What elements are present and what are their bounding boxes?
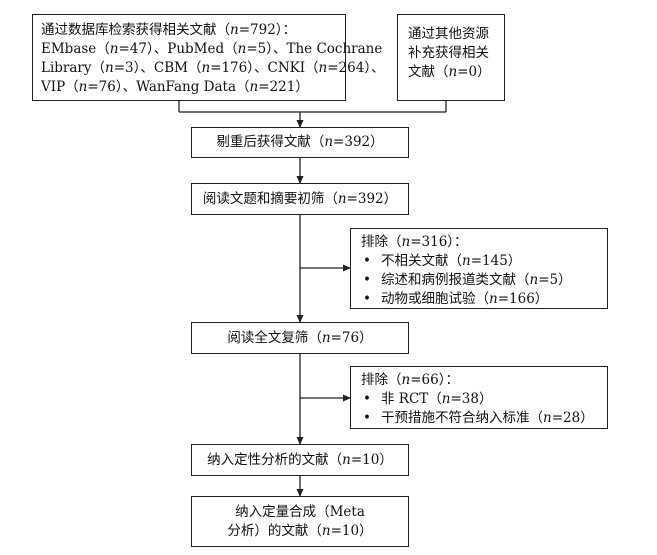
exclusion-box-1: 排除（n=316）： •不相关文献（n=145） •综述和病例报道类文献（n=5… (350, 228, 608, 309)
other-line-2: 补充获得相关 (408, 45, 489, 61)
bullet-icon: • (363, 272, 371, 288)
fulltext-box: 阅读全文复筛（n=76） (191, 322, 409, 354)
dedup-box: 剔重后获得文献（n=392） (191, 127, 409, 158)
db-line-3: Library（n=3）、CBM（n=176）、CNKI（n=264）、 (41, 60, 385, 76)
bullet-icon: • (363, 253, 371, 269)
bullet-icon: • (363, 410, 371, 426)
bullet-icon: • (363, 291, 371, 307)
exclusion-2-item: •干预措施不符合纳入标准（n=28） (363, 410, 594, 426)
other-line-1: 通过其他资源 (408, 26, 489, 42)
bullet-icon: • (363, 391, 371, 407)
qualitative-box: 纳入定性分析的文献（n=10） (191, 444, 409, 476)
exclusion-1-item: •不相关文献（n=145） (363, 253, 522, 269)
meta-line-2: 分析）的文献（n=10） (227, 522, 373, 539)
exclusion-box-2: 排除（n=66）： •非 RCT（n=38） •干预措施不符合纳入标准（n=28… (350, 366, 608, 429)
exclusion-1-item: •动物或细胞试验（n=166） (363, 291, 549, 307)
meta-analysis-box: 纳入定量合成（Meta 分析）的文献（n=10） (191, 496, 409, 547)
exclusion-2-title: 排除（n=66）： (361, 372, 459, 388)
db-line-1: 通过数据库检索获得相关文献（n=792）： (41, 22, 297, 38)
database-search-box: 通过数据库检索获得相关文献（n=792）： EMbase（n=47）、PubMe… (32, 14, 385, 101)
exclusion-2-item: •非 RCT（n=38） (363, 391, 493, 407)
screening-label: 阅读文题和摘要初筛（n=392） (202, 190, 398, 207)
other-line-3: 文献（n=0） (408, 64, 491, 80)
db-line-2: EMbase（n=47）、PubMed（n=5）、The Cochrane (41, 41, 383, 57)
dedup-label: 剔重后获得文献（n=392） (216, 134, 384, 150)
exclusion-1-item: •综述和病例报道类文献（n=5） (363, 272, 572, 288)
meta-line-1: 纳入定量合成（Meta (235, 503, 365, 520)
screening-box: 阅读文题和摘要初筛（n=392） (191, 183, 409, 215)
other-sources-box: 通过其他资源 补充获得相关 文献（n=0） (397, 14, 505, 101)
exclusion-1-title: 排除（n=316）： (361, 234, 468, 250)
qualitative-label: 纳入定性分析的文献（n=10） (207, 451, 393, 468)
fulltext-label: 阅读全文复筛（n=76） (227, 329, 373, 346)
db-line-4: VIP（n=76）、WanFang Data（n=221） (41, 79, 309, 95)
